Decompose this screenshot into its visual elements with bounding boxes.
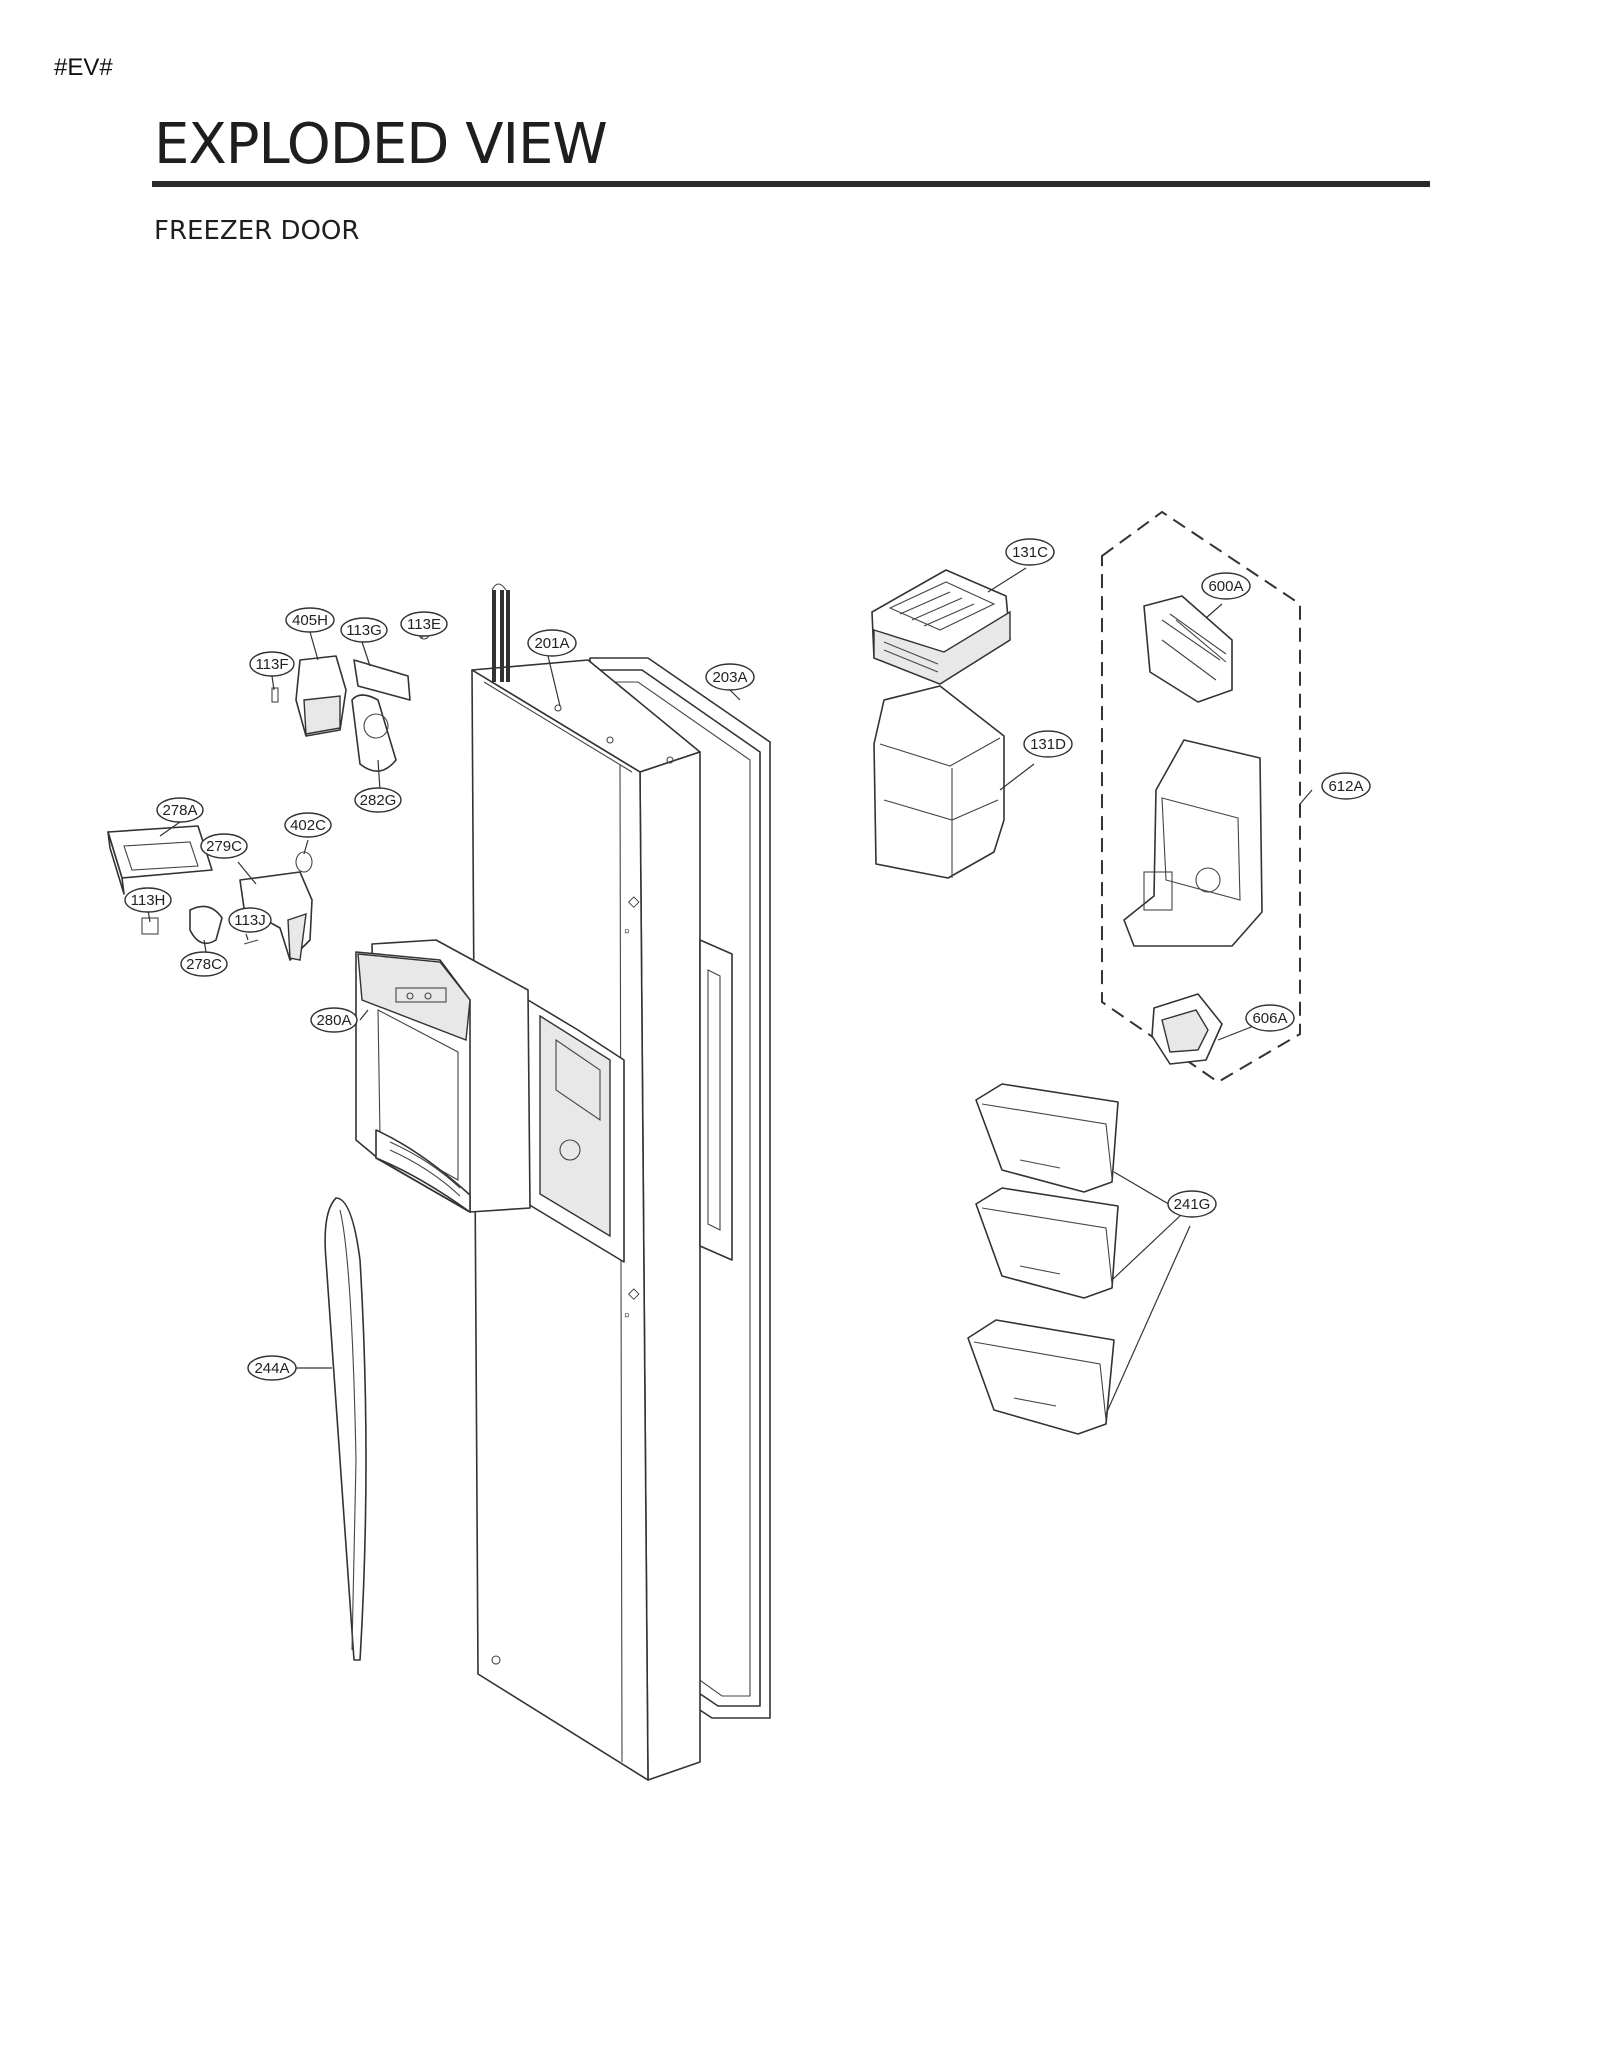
page-title: EXPLODED VIEW <box>154 112 608 177</box>
svg-text:600A: 600A <box>1208 578 1243 595</box>
callout-280A: 280A <box>310 1007 358 1033</box>
callout-113G: 113G <box>340 617 388 643</box>
callout-405H: 405H <box>285 607 335 633</box>
svg-text:113E: 113E <box>407 616 441 633</box>
callout-606A: 606A <box>1245 1004 1295 1032</box>
svg-text:606A: 606A <box>1252 1010 1287 1027</box>
callout-113F: 113F <box>249 651 295 677</box>
svg-text:282G: 282G <box>360 792 397 809</box>
freezer-door: ◇ ▫ ◇ ▫ <box>471 583 733 1781</box>
callout-131D: 131D <box>1023 730 1073 758</box>
svg-text:113G: 113G <box>346 622 382 639</box>
svg-text:113F: 113F <box>255 656 288 673</box>
svg-text:131D: 131D <box>1030 736 1066 753</box>
leader-lines <box>147 567 1313 1415</box>
callout-612A: 612A <box>1321 772 1371 800</box>
callout-131C: 131C <box>1005 538 1055 566</box>
svg-text:279C: 279C <box>206 838 242 855</box>
svg-text:405H: 405H <box>292 612 328 629</box>
svg-text:203A: 203A <box>712 669 747 686</box>
svg-text:241G: 241G <box>1174 1196 1211 1213</box>
svg-text:▫: ▫ <box>624 923 629 940</box>
svg-text:113J: 113J <box>234 912 265 929</box>
page-subtitle: FREEZER DOOR <box>154 216 360 246</box>
svg-text:280A: 280A <box>316 1012 351 1029</box>
svg-text:278A: 278A <box>162 802 197 819</box>
motor-assembly <box>271 619 433 772</box>
svg-text:▫: ▫ <box>624 1307 629 1324</box>
svg-text:131C: 131C <box>1012 544 1048 561</box>
callout-279C: 279C <box>200 833 248 859</box>
callout-201A: 201A <box>527 629 577 657</box>
door-basket-1 <box>975 1083 1119 1193</box>
callout-402C: 402C <box>284 812 332 838</box>
ice-bin <box>873 685 1005 879</box>
callout-244A: 244A <box>247 1355 297 1381</box>
callout-241G: 241G <box>1167 1190 1217 1218</box>
callout-113E: 113E <box>400 611 448 637</box>
dispenser-cover <box>355 939 531 1213</box>
callout-600A: 600A <box>1201 572 1251 600</box>
svg-text:612A: 612A <box>1328 778 1363 795</box>
actuator-assembly <box>107 825 313 961</box>
svg-text:◇: ◇ <box>628 1285 640 1302</box>
svg-text:201A: 201A <box>534 635 569 652</box>
svg-text:402C: 402C <box>290 817 326 834</box>
page-code: #EV# <box>54 54 113 81</box>
svg-text:278C: 278C <box>186 956 222 973</box>
callout-113H: 113H <box>124 887 172 913</box>
callout-278A: 278A <box>156 797 204 823</box>
callout-113J: 113J <box>228 907 272 933</box>
dispenser-recess <box>517 993 625 1263</box>
callout-203A: 203A <box>705 663 755 691</box>
callout-282G: 282G <box>354 787 402 813</box>
svg-text:◇: ◇ <box>628 893 640 910</box>
door-basket-2 <box>975 1187 1119 1299</box>
callout-278C: 278C <box>180 951 228 977</box>
svg-text:113H: 113H <box>131 892 166 909</box>
ice-maker-group <box>1101 510 1301 1084</box>
title-rule <box>152 181 1430 187</box>
svg-text:244A: 244A <box>254 1360 289 1377</box>
door-handle <box>324 1197 367 1661</box>
door-basket-3 <box>967 1319 1115 1435</box>
ice-bin-cover <box>871 569 1011 685</box>
